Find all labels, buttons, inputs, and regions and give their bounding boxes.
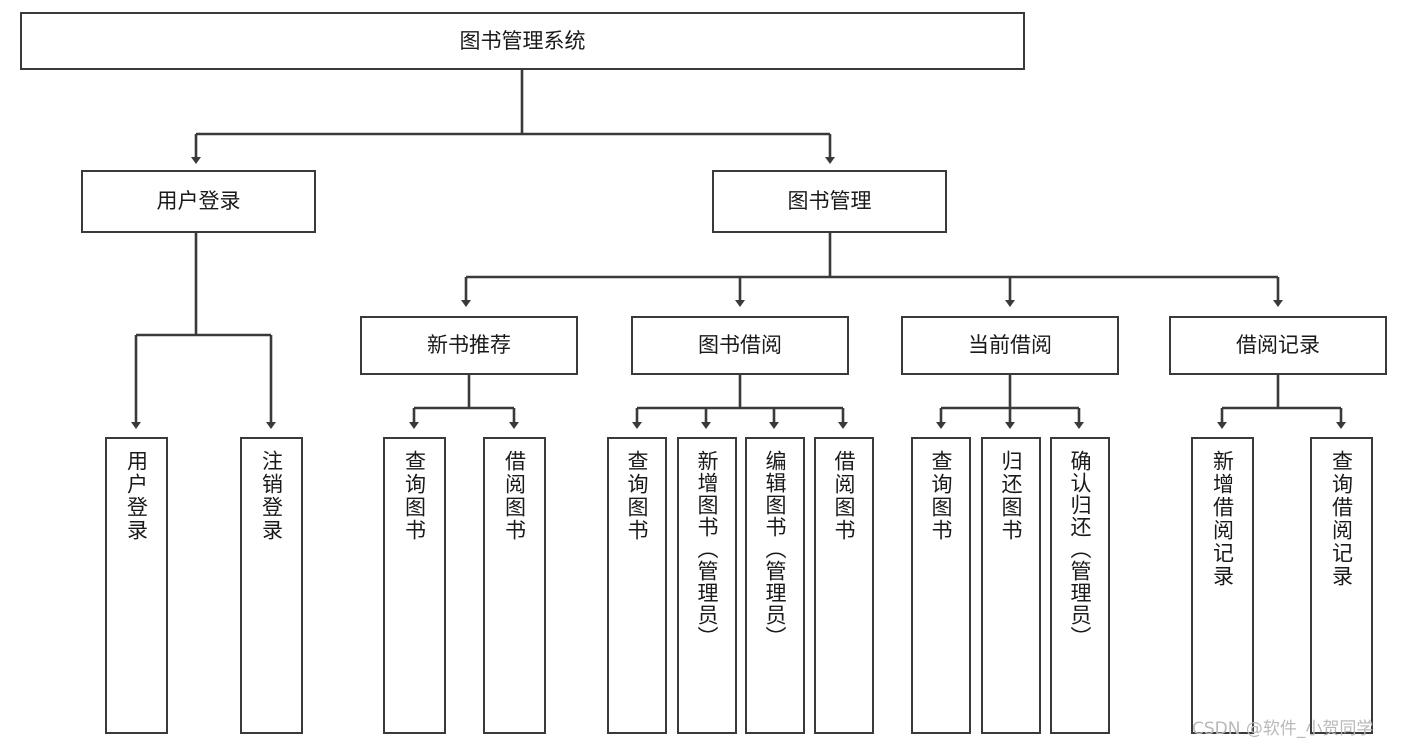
leaf-borrow-book[interactable]: 借阅图书	[814, 437, 874, 734]
node-user-login[interactable]: 用户登录	[81, 170, 316, 233]
node-label: 归还图书	[999, 450, 1024, 542]
leaf-borrow-book-rec[interactable]: 借阅图书	[483, 437, 546, 734]
node-label: 注销登录	[259, 450, 284, 542]
node-label: 借阅图书	[502, 450, 527, 542]
node-label: 确认归还（管理员）	[1068, 450, 1093, 648]
node-label: 新增图书（管理员）	[695, 450, 720, 648]
node-borrow-record[interactable]: 借阅记录	[1169, 316, 1387, 375]
node-label: 用户登录	[124, 450, 149, 542]
node-label: 查询图书	[625, 450, 650, 542]
node-label: 查询图书	[929, 450, 954, 542]
node-label: 新增借阅记录	[1210, 450, 1235, 588]
leaf-logout[interactable]: 注销登录	[240, 437, 303, 734]
node-label: 当前借阅	[968, 333, 1052, 358]
node-label: 用户登录	[156, 189, 241, 214]
node-label: 借阅图书	[832, 450, 857, 542]
node-label: 图书管理	[787, 189, 872, 214]
node-new-book-recommend[interactable]: 新书推荐	[360, 316, 578, 375]
node-label: 图书借阅	[698, 333, 782, 358]
leaf-user-login[interactable]: 用户登录	[105, 437, 168, 734]
node-root[interactable]: 图书管理系统	[20, 12, 1025, 70]
leaf-query-borrow-record[interactable]: 查询借阅记录	[1310, 437, 1373, 734]
leaf-query-book-rec[interactable]: 查询图书	[383, 437, 446, 734]
leaf-confirm-return-admin[interactable]: 确认归还（管理员）	[1050, 437, 1110, 734]
node-book-borrow[interactable]: 图书借阅	[631, 316, 849, 375]
node-label: 查询借阅记录	[1329, 450, 1354, 588]
leaf-query-book-borrow[interactable]: 查询图书	[607, 437, 667, 734]
node-label: 新书推荐	[427, 333, 511, 358]
leaf-add-borrow-record[interactable]: 新增借阅记录	[1191, 437, 1254, 734]
leaf-query-book-current[interactable]: 查询图书	[911, 437, 971, 734]
node-label: 图书管理系统	[459, 28, 586, 53]
node-book-management[interactable]: 图书管理	[712, 170, 947, 233]
leaf-return-book[interactable]: 归还图书	[981, 437, 1041, 734]
node-label: 借阅记录	[1236, 333, 1320, 358]
node-label: 编辑图书（管理员）	[763, 450, 788, 648]
node-current-borrow[interactable]: 当前借阅	[901, 316, 1119, 375]
leaf-edit-book-admin[interactable]: 编辑图书（管理员）	[745, 437, 805, 734]
leaf-add-book-admin[interactable]: 新增图书（管理员）	[677, 437, 737, 734]
node-label: 查询图书	[402, 450, 427, 542]
